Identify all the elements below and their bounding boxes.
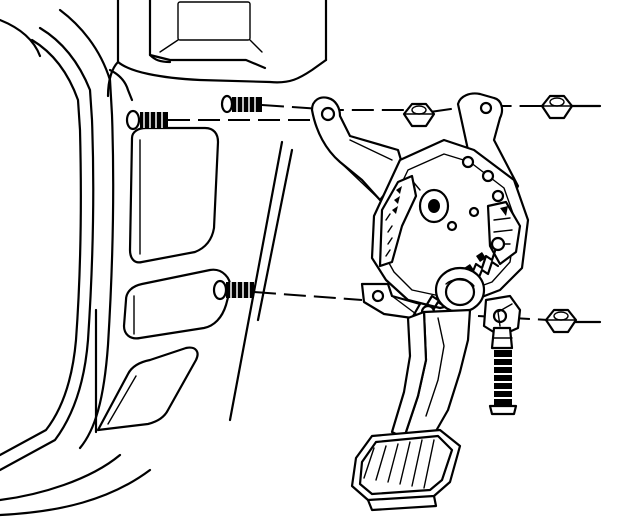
stud-upper-middle <box>220 94 262 114</box>
body-panel <box>0 0 328 517</box>
brake-pedal <box>390 266 486 440</box>
stud-lower <box>212 279 254 301</box>
nut-lower-right <box>544 308 578 334</box>
pedal-pad <box>350 428 462 512</box>
nut-upper-center <box>402 102 436 128</box>
adjuster-bolt <box>488 303 518 416</box>
nut-upper-right <box>540 94 574 120</box>
stud-upper-left <box>125 109 168 131</box>
